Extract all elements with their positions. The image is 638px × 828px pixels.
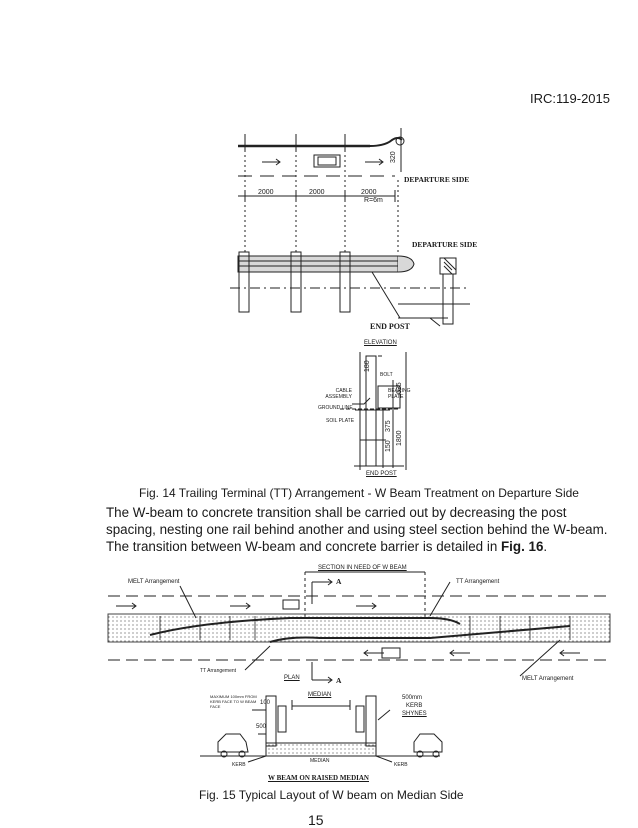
dimension-375: 375 xyxy=(385,420,392,432)
end-post-label-bottom: END POST xyxy=(366,471,397,477)
dimension-2000-3: 2000 xyxy=(361,189,377,196)
dimension-1800: 1800 xyxy=(396,430,403,446)
max-offset-note: MAXIMUM 100mm FROM KERB FACE TO W BEAM F… xyxy=(210,694,257,709)
fig15-drawing xyxy=(107,571,611,763)
section-a-top: A xyxy=(336,577,342,586)
departure-side-label-mid: DEPARTURE SIDE xyxy=(412,240,478,249)
dimension-2000-2: 2000 xyxy=(309,189,325,196)
dimension-500: 500 xyxy=(256,724,267,730)
dimension-180: 180 xyxy=(364,360,371,372)
tt-arrangement-right: TT Arrangement xyxy=(456,579,500,585)
median-label-bottom: MEDIAN xyxy=(310,758,330,764)
soil-plate-label: SOIL PLATE xyxy=(326,418,355,424)
document-code: IRC:119-2015 xyxy=(530,91,610,106)
dimension-635: 635 xyxy=(396,382,403,394)
section-a-bottom: A xyxy=(336,676,342,685)
paragraph-text: The W-beam to concrete transition shall … xyxy=(106,505,608,554)
departure-side-label-top: DEPARTURE SIDE xyxy=(404,175,470,184)
section-in-need-label: SECTION IN NEED OF W BEAM xyxy=(318,565,407,571)
kerb-left-label: KERB xyxy=(232,762,246,768)
shynes-label: SHYNES xyxy=(402,711,427,717)
page-number: 15 xyxy=(308,812,324,828)
dimension-150: 150 xyxy=(385,440,392,452)
kerb-right-label: KERB xyxy=(394,762,408,768)
cable-assembly-label: CABLE ASSEMBLY xyxy=(325,388,352,400)
tt-arrangement-left: TT Arrangement xyxy=(200,668,237,674)
radius-label: R=6m xyxy=(364,197,383,204)
bolt-label: BOLT xyxy=(380,372,393,378)
kerb-word-label: KERB xyxy=(406,703,423,709)
bearing-plate-label: BEARING PLATE xyxy=(388,388,411,400)
fig14-drawing xyxy=(230,128,470,470)
dimension-100: 100 xyxy=(260,700,271,706)
ground-line-label: GROUND LINE xyxy=(318,405,353,411)
median-label-top: MEDIAN xyxy=(308,692,332,698)
figure-16-reference: Fig. 16 xyxy=(501,539,544,554)
paragraph-end: . xyxy=(543,539,548,554)
height-dimension: 320 xyxy=(390,151,397,163)
plan-label: PLAN xyxy=(284,675,300,681)
dimension-2000-1: 2000 xyxy=(258,189,274,196)
figure-14-caption: Fig. 14 Trailing Terminal (TT) Arrangeme… xyxy=(139,486,579,500)
melt-arrangement-right: MELT Arrangement xyxy=(522,676,574,682)
figure-15-caption: Fig. 15 Typical Layout of W beam on Medi… xyxy=(199,788,464,802)
kerb-500mm-label: 500mm xyxy=(402,695,423,701)
elevation-label: ELEVATION xyxy=(364,340,397,346)
melt-arrangement-left: MELT Arrangement xyxy=(128,579,180,585)
w-beam-raised-median-title: W BEAM ON RAISED MEDIAN xyxy=(268,774,369,782)
end-post-label-top: END POST xyxy=(370,322,410,331)
body-paragraph: The W-beam to concrete transition shall … xyxy=(106,504,616,555)
